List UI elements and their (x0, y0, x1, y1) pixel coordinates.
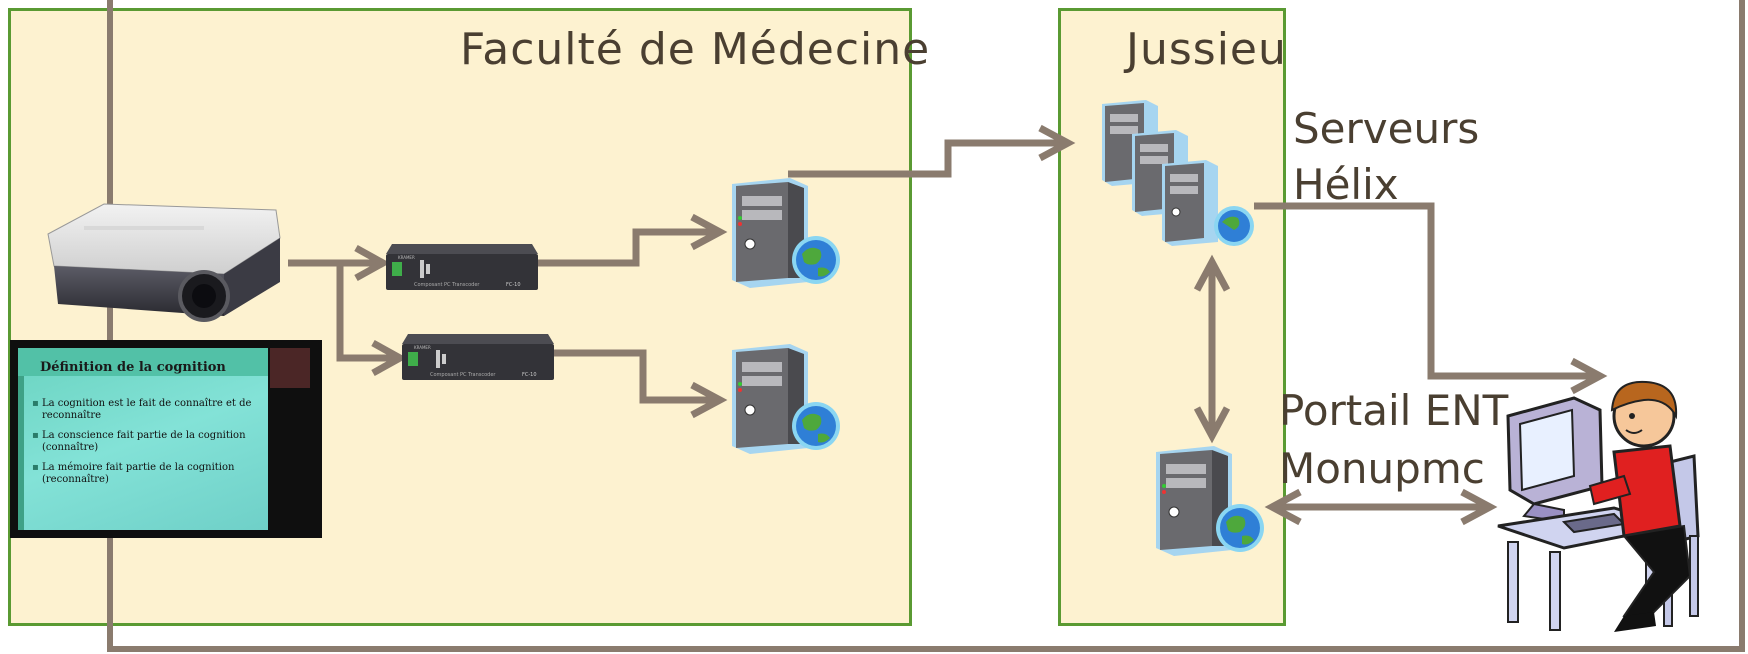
frame-right-line (1739, 0, 1745, 652)
encoder-icon: Composant PC Transcoder FC-10 KRAMER (386, 244, 538, 290)
arrow-server1-helix (788, 139, 1068, 178)
arrow-helix-user (1254, 202, 1600, 380)
projector-icon (47, 203, 281, 322)
portail-label: Portail ENT (1279, 386, 1509, 435)
server-icon (732, 344, 840, 454)
slide-header (18, 348, 268, 376)
frame-bottom-line (107, 646, 1745, 652)
slide-screen: Définition de la cognition La cognition … (18, 348, 268, 530)
encoder1-badge: KRAMER (398, 255, 415, 260)
arrowhead-encoder2 (371, 339, 408, 377)
frame-left-line-over (107, 0, 113, 340)
slide-speaker-thumb (270, 348, 310, 388)
arrowhead-up-helix (1193, 254, 1231, 292)
slide-title: Définition de la cognition (40, 360, 226, 375)
server-icon (732, 178, 840, 288)
server-icon (1156, 446, 1264, 556)
arrow-projector-split (288, 259, 400, 362)
globe-icon (792, 402, 840, 450)
slide-bullet-3: La mémoire fait partie de la cognition (… (32, 462, 252, 486)
slide-bullet-2: La conscience fait partie de la cognitio… (32, 430, 252, 454)
frame-left-line-over2 (107, 538, 113, 652)
arrowhead-server2 (690, 381, 728, 419)
arrowhead-encoder1 (354, 244, 391, 282)
encoder2-model: FC-10 (522, 372, 537, 378)
arrowhead-down-portail (1193, 406, 1231, 444)
arrowhead-user (1570, 357, 1608, 395)
globe-icon (1216, 504, 1264, 552)
arrowhead-right-user (1460, 488, 1498, 526)
encoder-icon: Composant PC Transcoder FC-10 KRAMER (402, 334, 554, 380)
globe-icon (792, 236, 840, 284)
slide-bullet-1: La cognition est le fait de connaître et… (32, 398, 252, 422)
encoder2-brand: Composant PC Transcoder (430, 372, 496, 378)
arrow-encoder2-server2 (554, 349, 720, 404)
user-computer-icon (1497, 380, 1700, 632)
slide-left-bar (18, 348, 24, 530)
arrowhead-server1 (690, 213, 728, 251)
encoder2-badge: KRAMER (414, 345, 431, 350)
encoder1-brand: Composant PC Transcoder (414, 282, 480, 288)
arrowhead-left-portail (1264, 488, 1302, 526)
jussieu-title: Jussieu (1126, 24, 1287, 75)
helix-label: Hélix (1293, 160, 1399, 209)
faculte-title: Faculté de Médecine (460, 24, 931, 75)
server-rack-icon (1102, 100, 1254, 246)
arrow-encoder1-server1 (538, 228, 720, 267)
globe-icon (1214, 206, 1254, 246)
encoder1-model: FC-10 (506, 282, 521, 288)
serveurs-label: Serveurs (1293, 104, 1480, 153)
arrowhead-helix (1038, 124, 1076, 162)
projected-slide: Définition de la cognition La cognition … (10, 340, 322, 538)
monupmc-label: Monupmc (1279, 444, 1485, 493)
